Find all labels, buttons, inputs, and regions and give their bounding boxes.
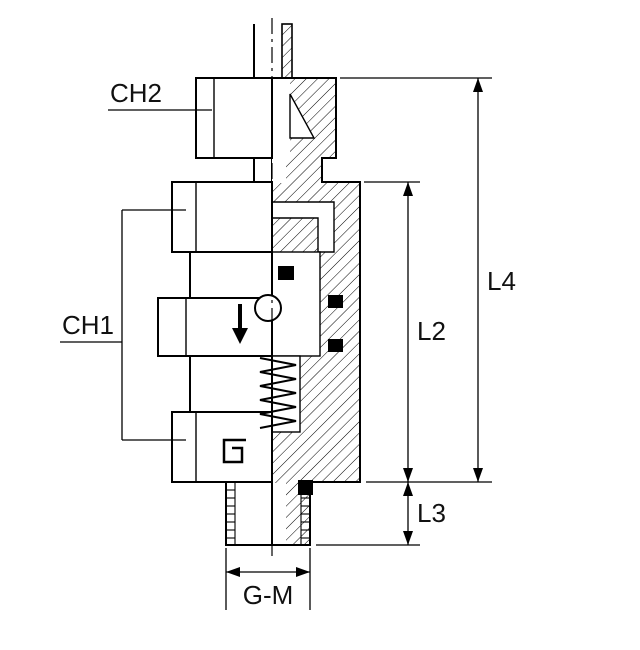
l3-arrow-bottom — [403, 531, 413, 545]
l2-arrow-bottom — [403, 468, 413, 482]
l4-arrow-bottom — [473, 468, 483, 482]
flow-arrow-icon — [232, 328, 248, 344]
dimension-ch1: CH1 — [60, 209, 186, 441]
dimension-ch2: CH2 — [108, 78, 212, 111]
thread-ticks — [226, 483, 310, 544]
seal-ring-top — [278, 266, 294, 280]
l3-arrow-top — [403, 482, 413, 496]
check-ball — [254, 294, 282, 322]
l4-arrow-top — [473, 78, 483, 92]
seal-ring-low — [328, 339, 343, 352]
lower-neck — [189, 355, 273, 413]
upper-neck — [189, 251, 273, 299]
seal-ring-mid — [328, 295, 343, 308]
tube-bore — [272, 79, 290, 159]
neck-bore — [272, 158, 286, 183]
dimension-gm: G-M — [225, 548, 311, 610]
cutting-ring-cone — [289, 93, 316, 139]
label-gm: G-M — [243, 580, 294, 610]
tube-wall-section — [281, 23, 293, 79]
label-l3: L3 — [417, 498, 446, 528]
dimension-l2: L2 — [364, 181, 446, 482]
bottom-nut — [171, 411, 273, 483]
stud-seal — [298, 480, 313, 495]
stud-bore — [272, 483, 286, 544]
retaining-ring-symbol — [222, 438, 246, 464]
label-ch1: CH1 — [62, 310, 114, 340]
label-ch2: CH2 — [110, 78, 162, 108]
top-nut — [195, 77, 273, 159]
gm-arrow-left — [226, 567, 240, 577]
gm-arrow-right — [296, 567, 310, 577]
dimension-l3: L3 — [316, 482, 446, 546]
fitting-left-half — [157, 24, 273, 546]
label-l4: L4 — [487, 266, 516, 296]
upper-hex — [171, 181, 273, 253]
label-l2: L2 — [417, 316, 446, 346]
dimension-l4: L4 — [340, 77, 516, 483]
l2-arrow-top — [403, 182, 413, 196]
